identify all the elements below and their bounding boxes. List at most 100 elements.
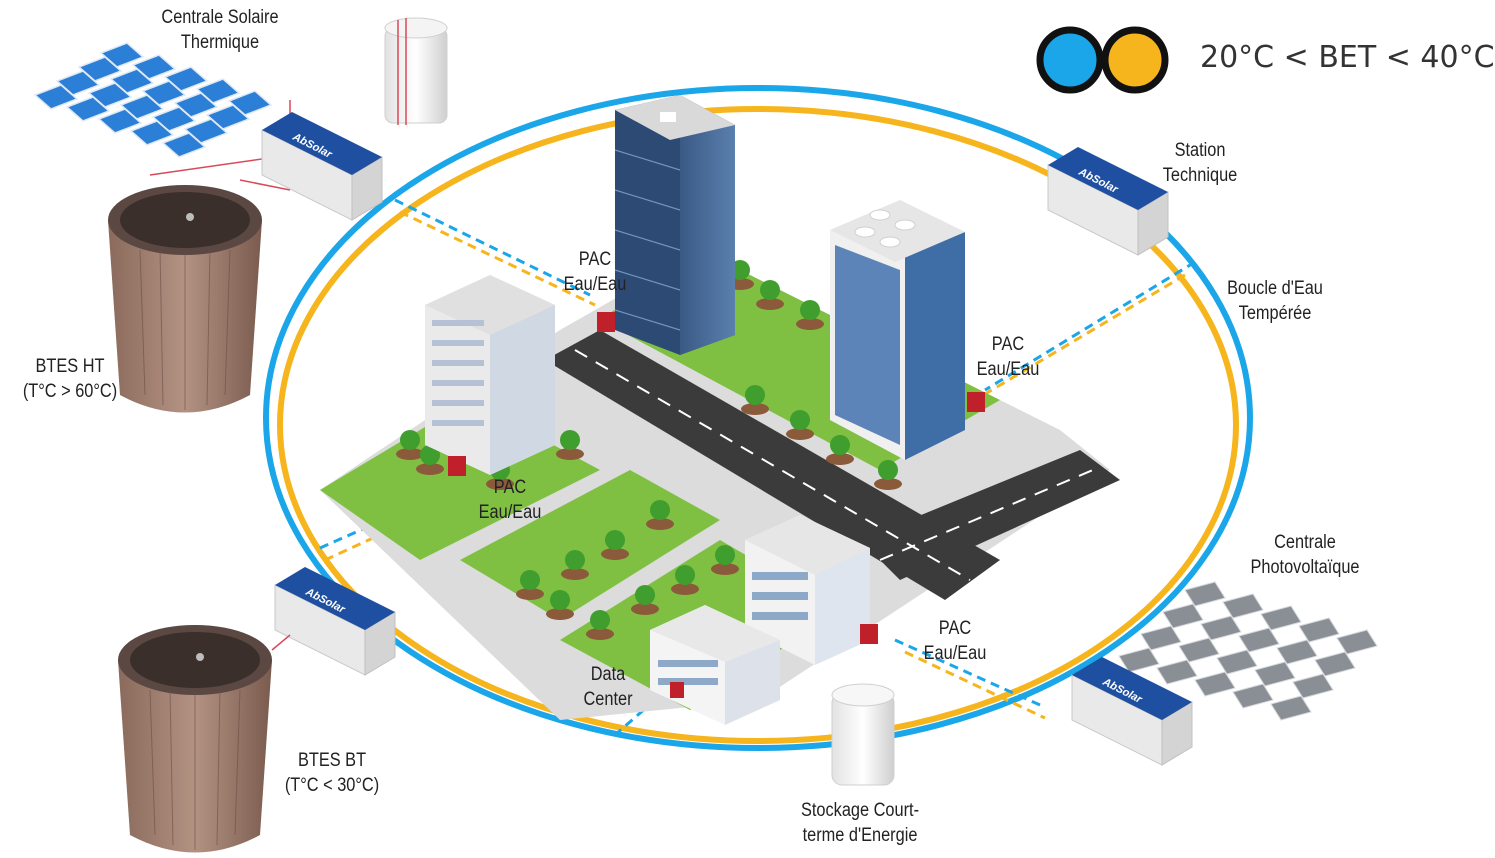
label-pac-north: PAC Eau/Eau [563,249,627,295]
tree [586,610,614,640]
absolar-cabinet: AbSolar [1071,657,1193,766]
tree [874,460,902,490]
thermal-panel [227,90,273,116]
pv-panel [1232,683,1274,709]
pac-units [448,312,985,698]
pv-panel [1162,603,1204,629]
pipe-station-yellow [974,273,1186,402]
thermal-panel [161,132,207,158]
pipe-se-yellow [904,650,1046,720]
label-btes-ht: BTES HT (T°C > 60°C) [22,356,118,402]
label-station-technique: Station Technique [1162,140,1238,186]
office-west [425,275,555,475]
tree [556,430,584,460]
label-pac-west: PAC Eau/Eau [478,477,542,523]
tree [396,430,424,460]
solar-thermal-panels [33,42,273,158]
tree [516,570,544,600]
absolar-cabinet: AbSolar [274,567,396,676]
pv-panel [1238,627,1280,653]
legend-range-text: 20°C < BET < 40°C [1200,40,1495,75]
absolar-cabinet: AbSolar [1047,147,1169,256]
thermal-panel [97,108,143,134]
trees [396,260,902,640]
pv-panel [1184,581,1226,607]
legend [1036,26,1169,94]
loop-rings [263,85,1253,751]
pv-panel [1298,617,1340,643]
legend-blue-circle [1036,26,1104,94]
label-storage: Stockage Court- terme d'Energie [800,800,920,846]
thermal-panel [141,80,187,106]
thermal-panel [183,118,229,144]
pipe-nw-yellow [399,210,596,307]
thermal-panel [163,66,209,92]
pv-panel [1178,637,1220,663]
btes-bt-pipe [271,634,291,651]
loop-ring-blue [263,85,1253,751]
label-solar-thermal: Centrale Solaire Thermique [161,7,279,53]
pv-panel [1200,615,1242,641]
hot-water-tank [384,17,448,125]
tree [741,385,769,415]
pipe-station-blue [984,260,1196,392]
thermal-panel [87,82,133,108]
road-markings [574,349,971,581]
loop-ring-yellow [277,106,1239,744]
thermal-panel [173,92,219,118]
pv-panel [1276,639,1318,665]
pv-panel [1254,661,1296,687]
tower-east [830,200,965,460]
thermal-panel [33,84,79,110]
tree [601,530,629,560]
tree [416,445,444,475]
pv-panel [1260,605,1302,631]
label-data-center: Data Center [583,664,633,710]
pv-panel [1314,651,1356,677]
tree [646,500,674,530]
tree [631,585,659,615]
thermal-panel [205,104,251,130]
thermal-panel [151,106,197,132]
pv-panel [1216,649,1258,675]
legend-yellow-circle [1101,26,1169,94]
pv-panel [1336,629,1378,655]
tree [826,435,854,465]
btes-bt-tank [118,625,272,853]
thermal-panel [129,120,175,146]
tree [561,550,589,580]
thermal-panel [65,96,111,122]
pv-panel [1194,671,1236,697]
road-markings-cross [879,466,1101,561]
pv-panel [1270,695,1312,721]
road-cross [860,450,1120,580]
label-btes-bt: BTES BT (T°C < 30°C) [284,750,380,796]
pv-panel [1140,625,1182,651]
thermal-panel [131,54,177,80]
pv-panel [1118,647,1160,673]
pipe-se-blue [894,638,1041,707]
tree [671,565,699,595]
label-pv-plant: Centrale Photovoltaïque [1250,532,1360,578]
label-loop: Boucle d'Eau Tempérée [1227,278,1323,324]
label-pac-south: PAC Eau/Eau [923,618,987,664]
thermal-panel [109,68,155,94]
office-south [745,515,870,665]
pv-panel [1222,593,1264,619]
storage-silo [831,683,895,786]
tree [756,280,784,310]
pipe-nw-blue [394,198,591,297]
tree [546,590,574,620]
btes-ht-tank [108,185,262,413]
thermal-panel [195,78,241,104]
tree [711,545,739,575]
label-pac-east: PAC Eau/Eau [976,334,1040,380]
absolar-cabinet: AbSolar [261,112,383,221]
pv-panels [1118,581,1378,721]
thermal-panel [55,70,101,96]
thermal-panel [77,56,123,82]
pv-panel [1292,673,1334,699]
tree [786,410,814,440]
